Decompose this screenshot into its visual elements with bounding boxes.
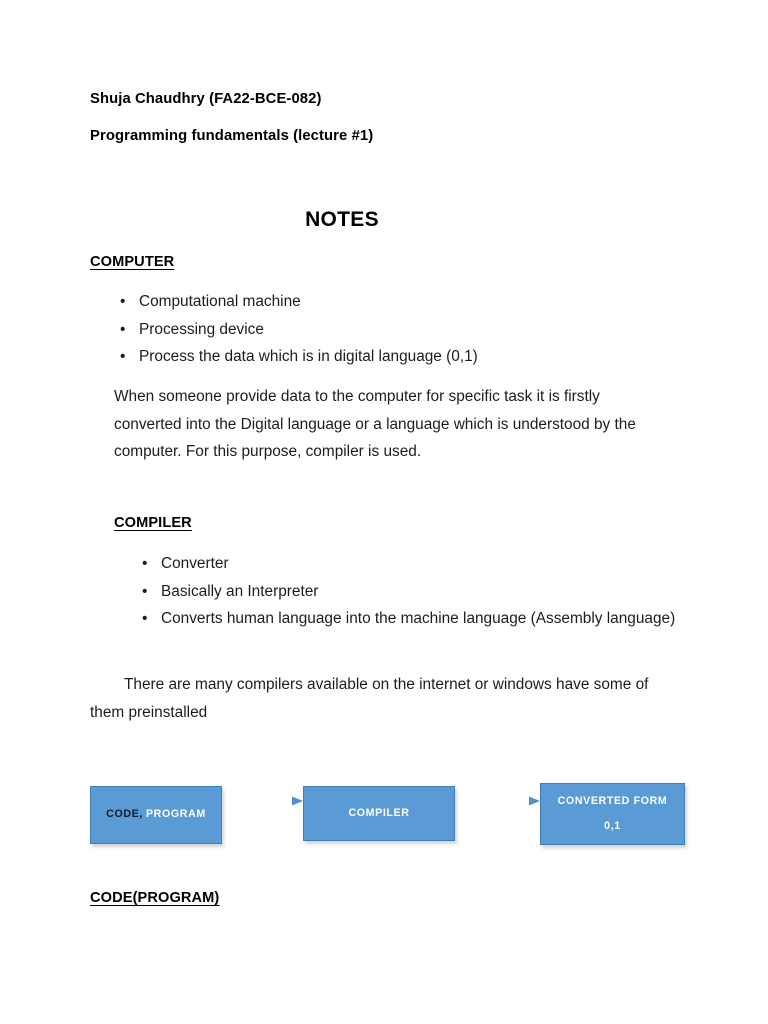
bullet-list-compiler: • Converter • Basically an Interpreter •… (141, 550, 681, 633)
list-item-label: Computational machine (139, 293, 301, 310)
bullet-dot-icon: • (120, 293, 126, 310)
flow-box-compiler[interactable]: COMPILER (303, 786, 455, 841)
list-item: • Converts human language into the machi… (141, 605, 681, 633)
section-heading-code-program: CODE(PROGRAM) (90, 890, 220, 906)
page-title: NOTES (0, 208, 768, 232)
flow-box-code-label: CODE, (106, 808, 143, 821)
flow-box-converted-form[interactable]: CONVERTED FORM 0,1 (540, 783, 685, 845)
author-line: Shuja Chaudhry (FA22-BCE-082) (90, 91, 322, 107)
bullet-dot-icon: • (142, 582, 148, 600)
course-line: Programming fundamentals (lecture #1) (90, 127, 374, 144)
bullet-list-computer: • Computational machine • Processing dev… (119, 288, 679, 371)
list-item-label: Processing device (139, 320, 264, 338)
list-item: • Processing device (119, 316, 679, 344)
list-item: • Process the data which is in digital l… (119, 343, 679, 371)
paragraph-computer: When someone provide data to the compute… (114, 388, 636, 460)
document-header: Shuja Chaudhry (FA22-BCE-082) Programmin… (90, 92, 690, 166)
bullet-dot-icon: • (142, 555, 148, 572)
flow-box-code-program[interactable]: CODE, PROGRAM (90, 786, 222, 844)
arrow-code-to-compiler-icon (222, 796, 303, 806)
list-item: • Basically an Interpreter (141, 578, 681, 606)
list-item-label: Process the data which is in digital lan… (139, 348, 478, 365)
arrow-compiler-to-converted-icon (455, 796, 540, 806)
flow-box-compiler-label: COMPILER (348, 806, 410, 819)
flow-box-converted-form-value: 0,1 (604, 819, 621, 832)
flow-box-code-program-text: CODE, PROGRAM (106, 809, 206, 821)
section-heading-compiler: COMPILER (114, 515, 192, 531)
bullet-dot-icon: • (120, 320, 126, 338)
list-item-label: Converter (161, 555, 229, 572)
section-heading-computer: COMPUTER (90, 254, 175, 270)
page-title-text: NOTES (305, 208, 379, 231)
flow-box-program-label: PROGRAM (145, 808, 206, 821)
paragraph-compiler: There are many compilers available on th… (90, 676, 649, 721)
bullet-dot-icon: • (142, 610, 148, 627)
flow-box-converted-form-label: CONVERTED FORM (557, 794, 668, 807)
bullet-dot-icon: • (120, 348, 126, 365)
list-item: • Computational machine (119, 288, 679, 316)
list-item-label: Converts human language into the machine… (161, 610, 676, 627)
list-item: • Converter (141, 550, 681, 578)
list-item-label: Basically an Interpreter (161, 582, 319, 600)
